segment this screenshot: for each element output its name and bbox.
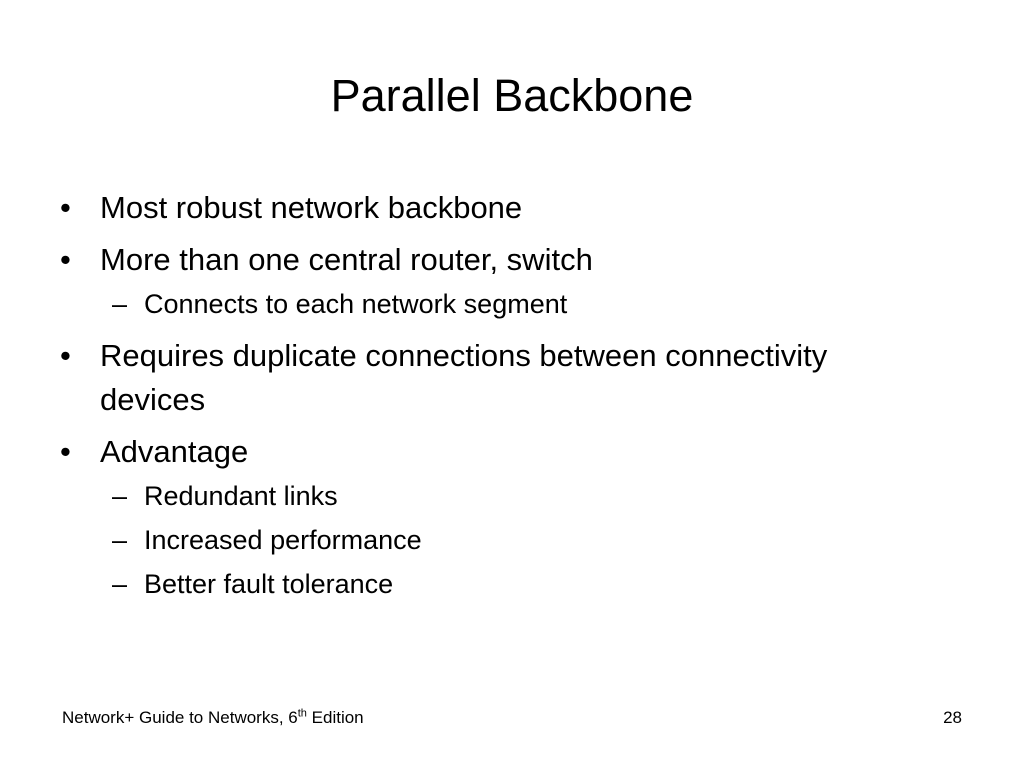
page-number: 28 [943, 708, 962, 727]
sub-bullet-item: – Redundant links [60, 476, 940, 516]
dash-marker: – [112, 569, 128, 599]
bullet-text: More than one central router, switch [100, 242, 593, 277]
bullet-marker: • [60, 434, 71, 469]
sub-bullet-text: Better fault tolerance [144, 569, 394, 599]
bullet-item: • Requires duplicate connections between… [60, 334, 940, 422]
sub-bullet-item: – Increased performance [60, 520, 940, 560]
bullet-marker: • [60, 190, 71, 225]
slide-title: Parallel Backbone [330, 70, 694, 121]
bullet-list: • Most robust network backbone • More th… [60, 186, 940, 614]
bullet-item: • Most robust network backbone [60, 186, 940, 230]
bullet-item: • More than one central router, switch [60, 238, 940, 282]
bullet-text: Advantage [100, 434, 249, 469]
footer-book-prefix: Network+ Guide to Networks, 6 [62, 708, 298, 727]
sub-bullet-text: Increased performance [144, 525, 422, 555]
bullet-marker: • [60, 242, 71, 277]
footer-book-title: Network+ Guide to Networks, 6th Edition [62, 707, 364, 729]
sub-bullet-item: – Better fault tolerance [60, 564, 940, 604]
dash-marker: – [112, 481, 128, 511]
bullet-item: • Advantage [60, 430, 940, 474]
dash-marker: – [112, 289, 128, 319]
sub-bullet-text: Redundant links [144, 481, 338, 511]
footer-book-superscript: th [297, 707, 307, 720]
bullet-text: Most robust network backbone [100, 190, 523, 225]
footer-book-suffix: Edition [306, 708, 364, 727]
sub-bullet-text: Connects to each network segment [144, 289, 568, 319]
dash-marker: – [112, 525, 128, 555]
bullet-marker: • [60, 338, 71, 373]
sub-bullet-item: – Connects to each network segment [60, 284, 940, 324]
bullet-text: Requires duplicate connections between c… [100, 338, 828, 417]
